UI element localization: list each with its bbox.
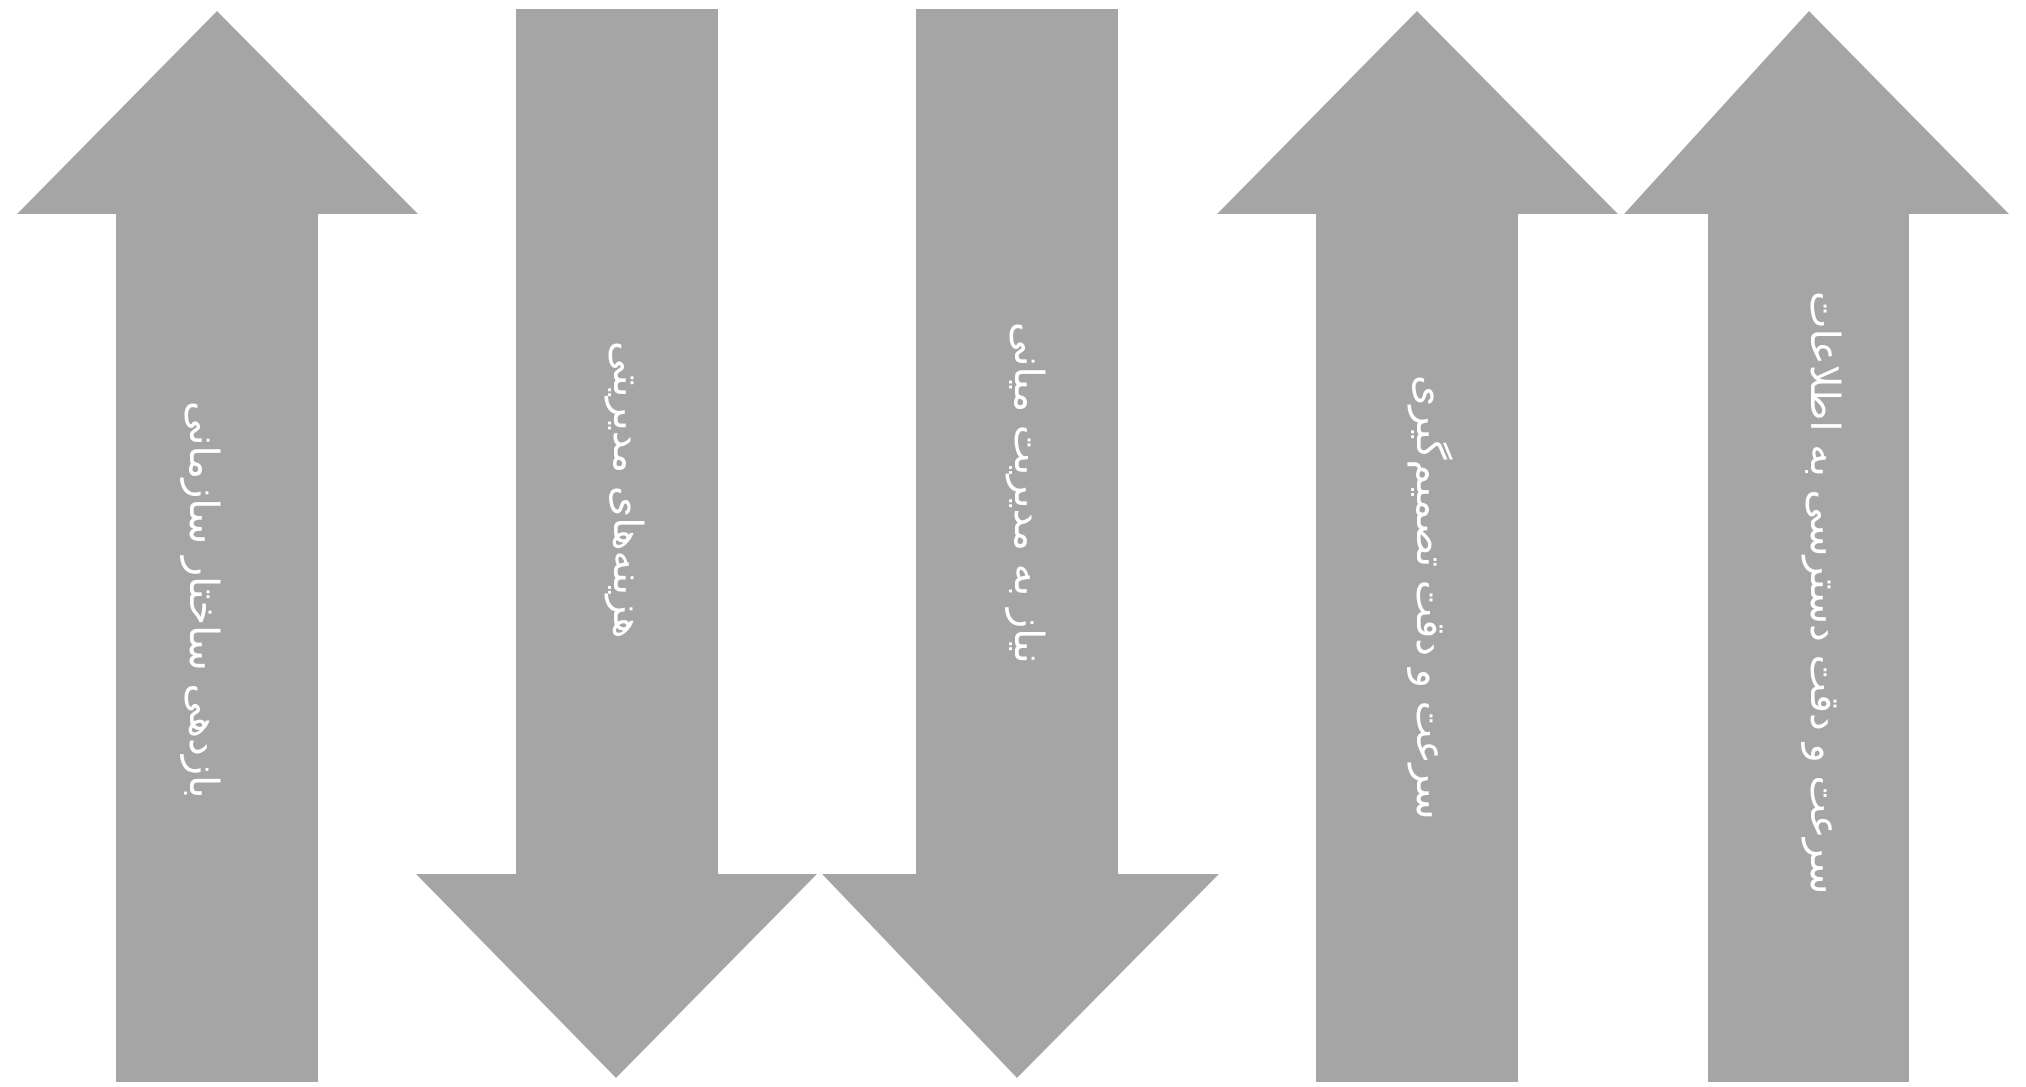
arrow-4-label: سرعت و دقت تصمیم‌گیری <box>1407 375 1453 820</box>
up-arrow-5 <box>1624 11 2009 1082</box>
arrow-2-label: هزینه‌های مدیریتی <box>604 341 650 639</box>
arrow-5-label: سرعت و دقت دسترسی به اطلاعات <box>1801 290 1847 895</box>
up-arrow-4 <box>1217 11 1618 1082</box>
down-arrow-3 <box>822 9 1219 1078</box>
up-arrow-1 <box>17 11 418 1082</box>
arrow-3-label: نیاز به مدیریت میانی <box>1005 321 1051 664</box>
down-arrow-2 <box>416 9 817 1078</box>
arrow-1-label: بازدهی ساختار سازمانی <box>180 401 226 799</box>
